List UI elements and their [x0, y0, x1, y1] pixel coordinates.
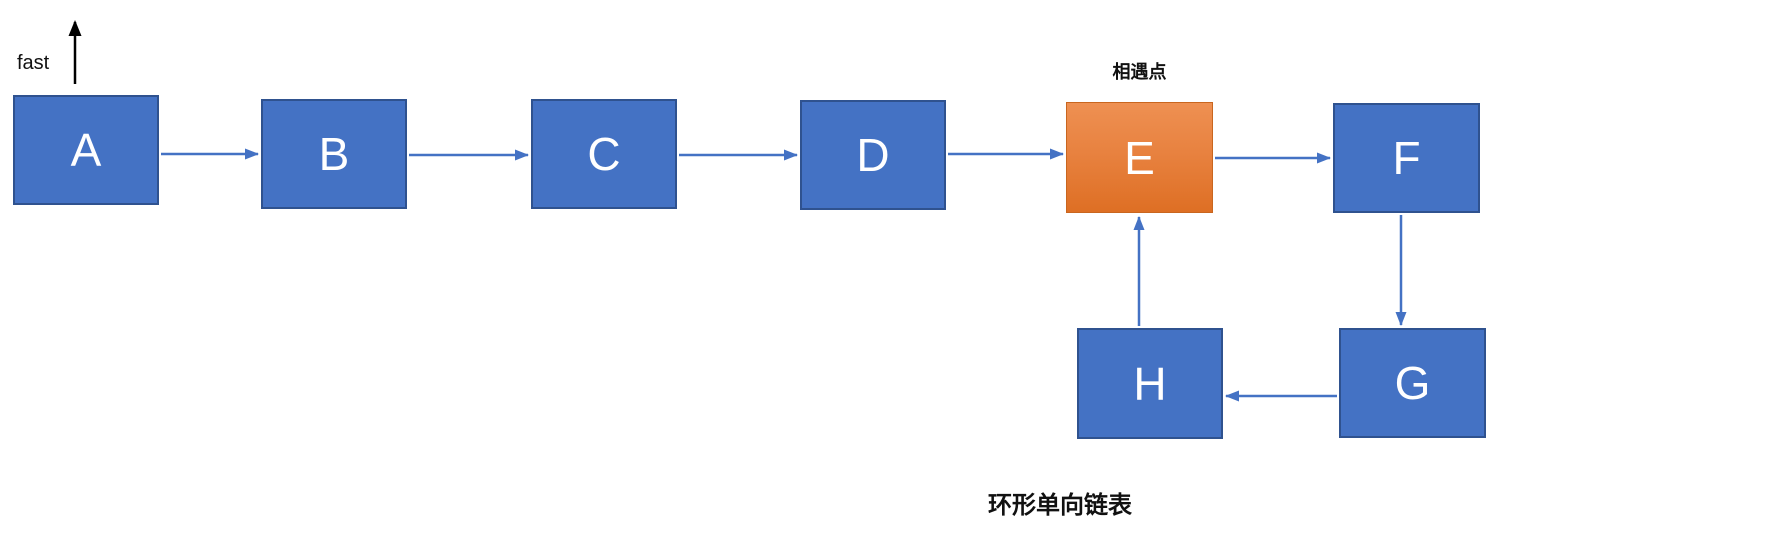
node-E-label: E	[1124, 131, 1155, 184]
node-F-label: F	[1392, 132, 1421, 184]
node-E-meeting-point: E	[1066, 102, 1213, 213]
node-A: A	[13, 95, 159, 205]
node-H: H	[1077, 328, 1223, 439]
node-G-label: G	[1394, 357, 1431, 409]
diagram-caption: 环形单向链表	[988, 492, 1132, 519]
node-H-label: H	[1133, 357, 1167, 410]
node-C-label: C	[587, 128, 621, 180]
meeting-point-label: 相遇点	[1112, 62, 1167, 82]
node-G: G	[1339, 328, 1486, 438]
node-B-label: B	[318, 128, 350, 180]
node-D-label: D	[856, 129, 890, 181]
node-D: D	[800, 100, 946, 210]
node-A-label: A	[70, 124, 102, 176]
node-B: B	[261, 99, 407, 209]
fast-pointer-label: fast	[17, 52, 50, 74]
node-C: C	[531, 99, 677, 209]
node-F: F	[1333, 103, 1480, 213]
